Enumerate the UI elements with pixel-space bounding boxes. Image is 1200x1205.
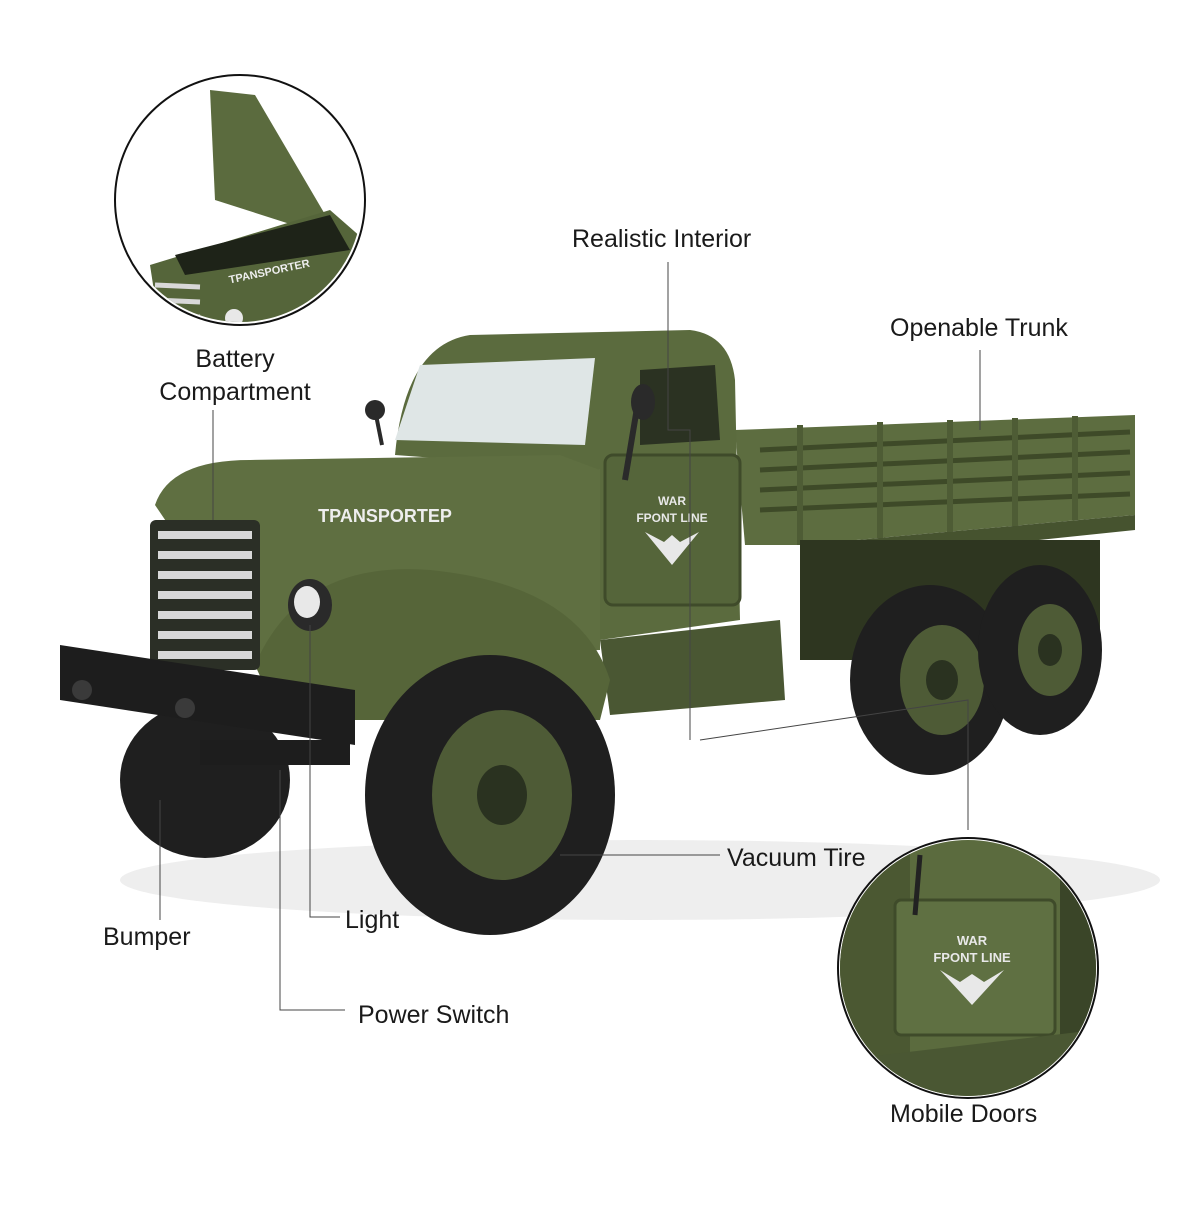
door-emblem xyxy=(645,532,699,565)
running-board xyxy=(600,620,785,715)
side-mirror xyxy=(631,384,655,420)
vacuum-tire-label: Vacuum Tire xyxy=(727,844,866,872)
leader-interior xyxy=(667,262,691,740)
leader-mobile-doors xyxy=(699,699,969,830)
battery-compartment-label: Battery Compartment xyxy=(159,345,311,406)
rear-wheel-1 xyxy=(850,585,1010,775)
windshield xyxy=(395,358,595,445)
leader-lines xyxy=(159,262,981,1011)
openable-trunk-label: Openable Trunk xyxy=(890,314,1068,342)
light-label: Light xyxy=(345,906,400,934)
svg-text:FPONT LINE: FPONT LINE xyxy=(933,950,1011,965)
truck-cab: WAR FPONT LINE xyxy=(365,330,785,715)
leader-light xyxy=(309,625,340,918)
leader-power-switch xyxy=(279,770,345,1011)
power-switch-label: Power Switch xyxy=(358,1001,510,1029)
mobile-doors-label: Mobile Doors xyxy=(890,1100,1038,1128)
realistic-interior-label: Realistic Interior xyxy=(572,225,752,253)
svg-text:WAR: WAR xyxy=(957,933,988,948)
bumper-label: Bumper xyxy=(103,923,191,951)
battery-compartment-inset: TPANSPORTER xyxy=(114,74,366,326)
svg-text:TPANSPORTEP: TPANSPORTEP xyxy=(318,506,452,526)
front-wheel-near xyxy=(365,655,615,935)
front-mirror xyxy=(365,400,385,420)
svg-text:FPONT LINE: FPONT LINE xyxy=(636,511,707,525)
svg-text:WAR: WAR xyxy=(658,494,686,508)
headlight xyxy=(288,579,332,631)
front-bumper-shape xyxy=(60,645,355,765)
cab-door xyxy=(603,453,742,607)
mobile-doors-inset: WAR FPONT LINE xyxy=(837,837,1099,1099)
side-window xyxy=(640,365,720,445)
rear-wheel-2 xyxy=(978,565,1102,735)
chrome-grille xyxy=(150,520,260,670)
